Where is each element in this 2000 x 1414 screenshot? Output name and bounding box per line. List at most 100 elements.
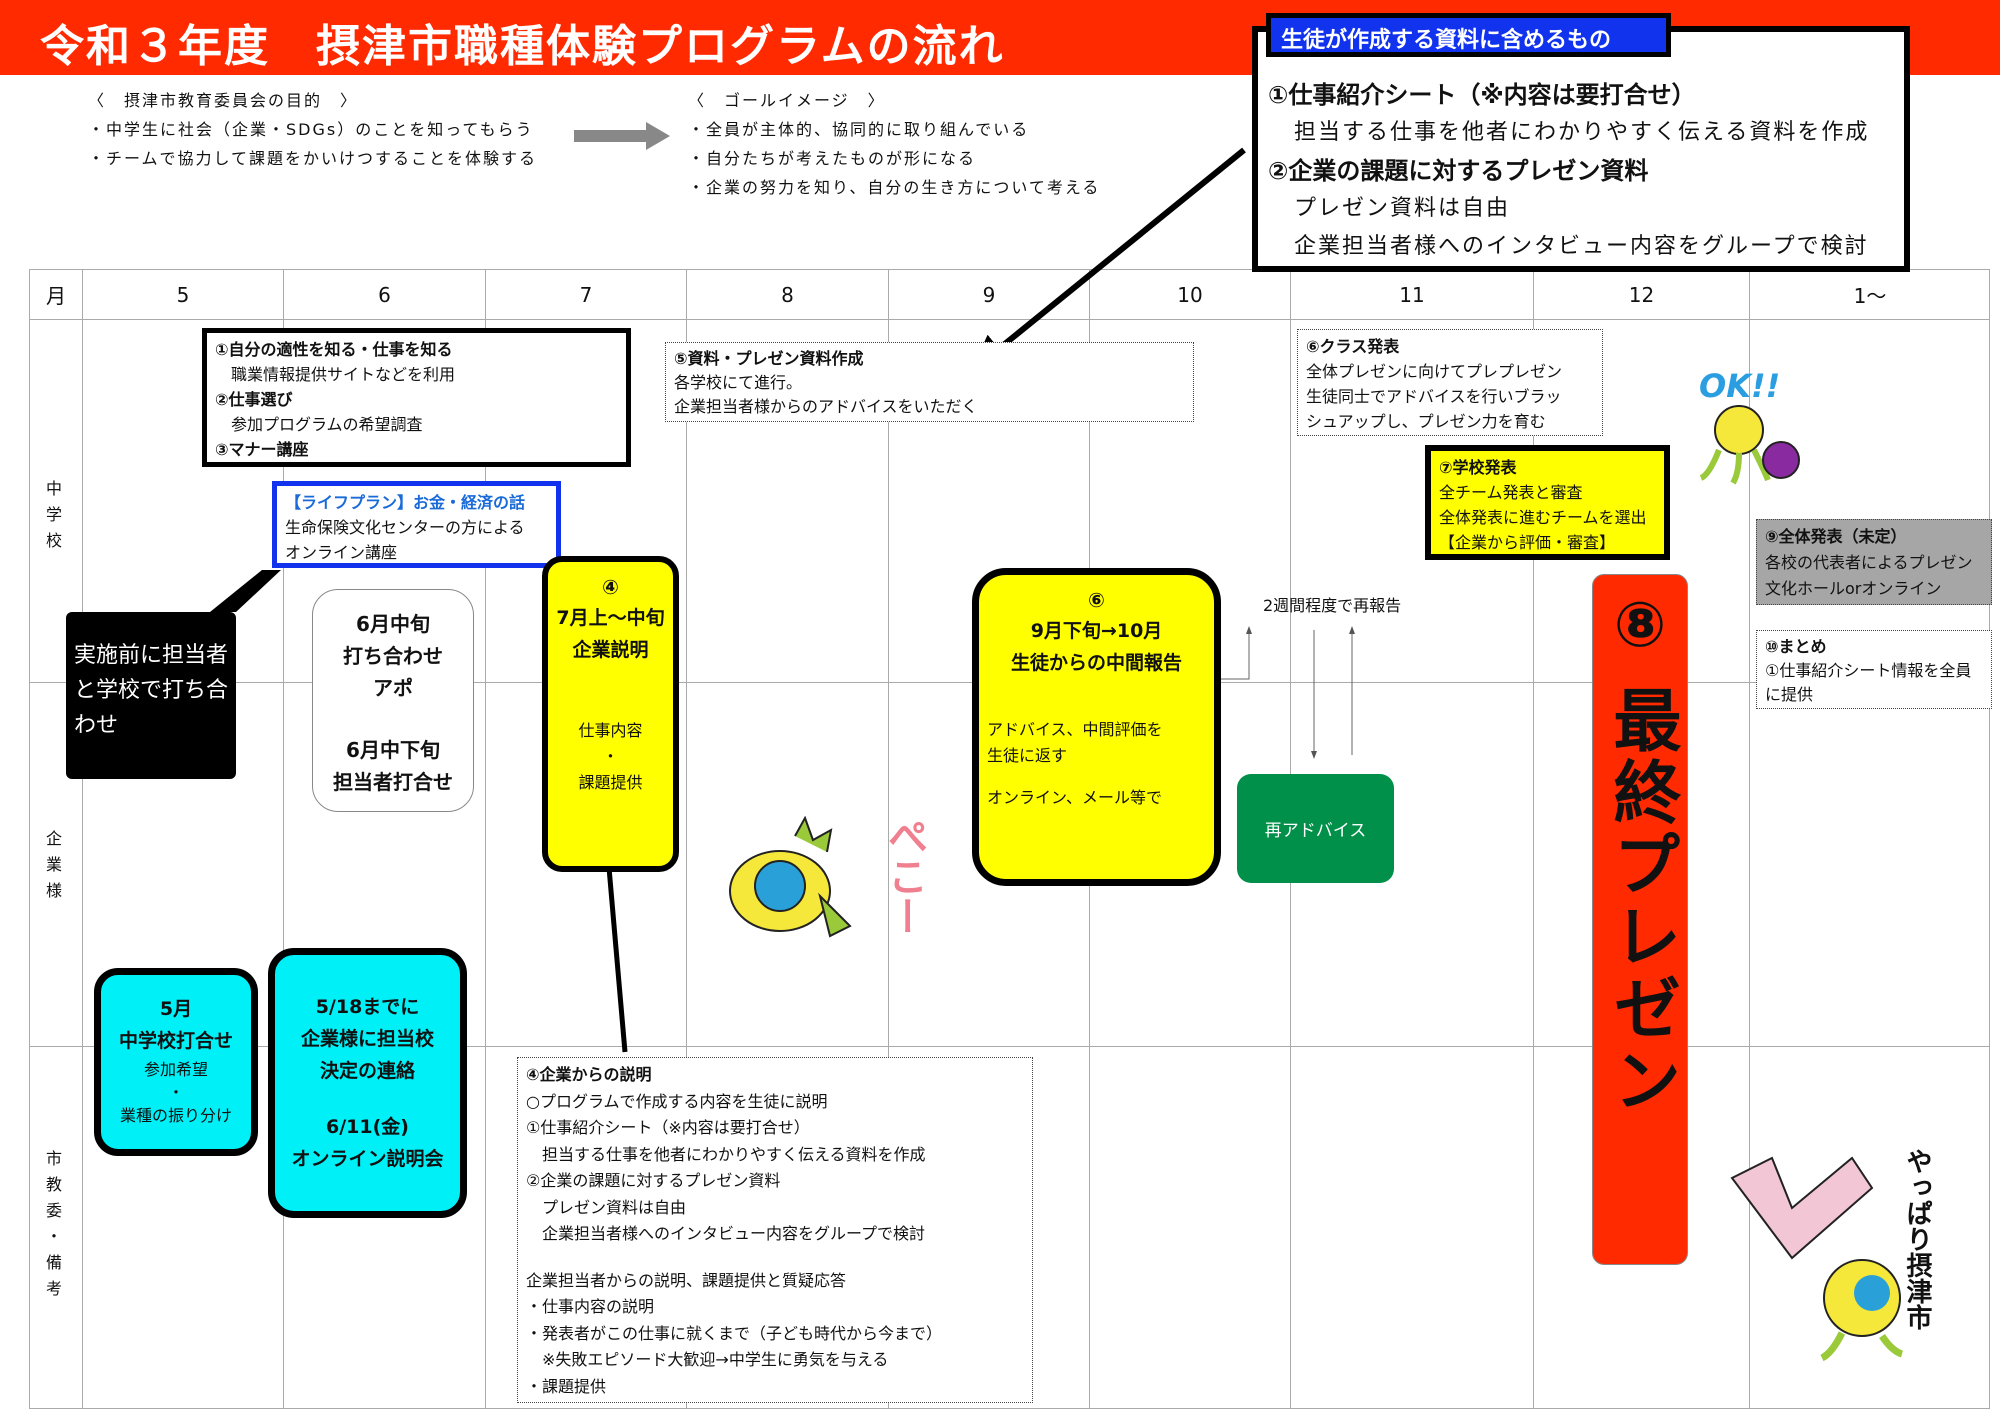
step9-desc: 文化ホールorオンライン (1765, 579, 1942, 598)
goal-item: ・自分たちが考えたものが形になる (688, 149, 977, 168)
purpose-item: ・中学生に社会（企業・SDGs）のことを知ってもらう (88, 120, 534, 139)
step7-box: ⑦学校発表 全チーム発表と審査 全体発表に進むチームを選出 【企業から評価・審査… (1425, 445, 1670, 560)
table-cell (82, 319, 283, 682)
materials-item2: ②企業の課題に対するプレゼン資料 (1268, 157, 1649, 185)
ok-text: OK!! (1699, 367, 1781, 405)
page-title: 令和３年度 摂津市職種体験プログラムの流れ (40, 21, 1005, 72)
mascot-illustration-icon (1699, 405, 1800, 485)
may18-text: 5/18までに (315, 996, 420, 1018)
peko-mascot: ぺこー (725, 815, 927, 966)
step6-desc: アドバイス、中間評価を (987, 720, 1163, 739)
table-cell (29, 319, 82, 682)
step4-box: ④ 7月上～中旬 企業説明 仕事内容 ・ 課題提供 (542, 556, 679, 872)
goal-section: 〈 ゴールイメージ 〉 ・全員が主体的、協同的に取り組んでいる ・自分たちが考え… (688, 86, 1100, 202)
step7-desc: 【企業から評価・審査】 (1439, 533, 1616, 552)
row-label-company: 企業様 (40, 830, 64, 912)
step5-title: ⑤資料・プレゼン資料作成 (674, 349, 864, 368)
step9-box: ⑨全体発表（未定） 各校の代表者によるプレゼン 文化ホールorオンライン (1756, 519, 1992, 605)
step4-desc-line: ・課題提供 (526, 1376, 607, 1396)
step6-midreport-box: ⑥ 9月下旬→10月 生徒からの中間報告 アドバイス、中間評価を 生徒に返す オ… (972, 568, 1221, 886)
may18-text: 企業様に担当校 (300, 1028, 434, 1050)
step7-desc: 全チーム発表と審査 (1439, 483, 1583, 502)
table-cell (1749, 1046, 1990, 1409)
june-meeting-box: 6月中旬 打ち合わせ アポ 6月中下旬 担当者打合せ (312, 589, 474, 812)
ok-mascot: OK!! (1699, 367, 1811, 485)
step4-desc-line: プレゼン資料は自由 (526, 1197, 687, 1217)
step10-title: ⑩まとめ (1765, 637, 1827, 656)
step4-desc-line: 企業担当者からの説明、課題提供と質疑応答 (526, 1270, 847, 1290)
row-label: 企業様 (43, 830, 62, 908)
table-cell (686, 682, 888, 1046)
row-label-school: 中学校 (40, 480, 64, 562)
schedule-table (29, 269, 1990, 1409)
step4-desc: 仕事内容 (578, 721, 643, 740)
step5-box: ⑤資料・プレゼン資料作成 各学校にて進行。 企業担当者様からのアドバイスをいただ… (665, 342, 1194, 422)
step4-desc-title: ④企業からの説明 (526, 1065, 652, 1084)
row-label: 中学校 (43, 480, 62, 558)
step4-desc-line: ②企業の課題に対するプレゼン資料 (526, 1171, 781, 1190)
step4-desc-line (526, 1248, 1024, 1268)
step10-desc: に提供 (1765, 685, 1814, 704)
peko-text: ぺこー (881, 816, 927, 936)
step4-number: ④ (602, 575, 619, 599)
step4-desc: ・ (602, 747, 619, 766)
step8-final-presentation: ⑧ 最終プレゼン (1592, 574, 1688, 1265)
step2-desc: 参加プログラムの希望調査 (231, 415, 423, 434)
table-cell (686, 319, 888, 682)
arrow-right-icon (574, 122, 670, 150)
step6-title: 生徒からの中間報告 (1010, 652, 1182, 674)
row-label: 市教委・備考 (43, 1150, 62, 1306)
yappari-text: やっぱり摂津市 (1902, 1148, 1932, 1330)
table-cell (29, 1046, 82, 1409)
mascot-illustration-icon (729, 815, 852, 938)
step6-title: 9月下旬→10月 (1030, 620, 1163, 642)
materials-item2-desc: プレゼン資料は自由 (1294, 196, 1511, 221)
step9-desc: 各校の代表者によるプレゼン (1765, 553, 1973, 572)
month-column-header: 6 (283, 269, 485, 319)
may-text: 参加希望 (143, 1060, 208, 1079)
may18-text: 6/11(金) (326, 1116, 409, 1138)
step2-title: ②仕事選び (215, 390, 293, 409)
may18-text: オンライン説明会 (291, 1148, 444, 1170)
step4-title: 7月上～中旬 (556, 607, 665, 629)
purpose-heading: 〈 摂津市教育委員会の目的 〉 (88, 91, 359, 110)
step6-number: ⑥ (1088, 588, 1105, 612)
step9-title: ⑨全体発表（未定） (1765, 527, 1907, 546)
materials-label: 生徒が作成する資料に含めるもの (1266, 13, 1671, 57)
table-cell (1290, 1046, 1533, 1409)
step4-desc-line: ※失敗エピソード大歓迎→中学生に勇気を与える (526, 1350, 889, 1369)
lifeplan-box: 【ライフプラン】お金・経済の話 生命保険文化センターの方による オンライン講座 (272, 481, 561, 568)
materials-box: ①仕事紹介シート（※内容は要打合せ） 担当する仕事を他者にわかりやすく伝える資料… (1252, 26, 1910, 272)
step8-title: 最終プレゼン (1601, 685, 1680, 1117)
table-cell (1089, 319, 1290, 682)
step7-desc: 全体発表に進むチームを選出 (1439, 508, 1647, 527)
step6-class-desc: 全体プレゼンに向けてプレプレゼン (1306, 362, 1563, 381)
table-cell (1749, 319, 1990, 682)
yappari-settsu-mascot: やっぱり摂津市 (1722, 1148, 1939, 1365)
june-text: 担当者打合せ (333, 770, 453, 794)
table-cell (485, 1046, 686, 1409)
lifeplan-desc: オンライン講座 (285, 543, 398, 562)
callout-box: 実施前に担当者と学校で打ち合わせ (66, 612, 236, 779)
june-text: アポ (373, 676, 413, 700)
month-header: 月 (29, 269, 82, 319)
table-cell (1089, 1046, 1290, 1409)
step5-desc: 企業担当者様からのアドバイスをいただく (674, 397, 978, 416)
may-meeting-box: 5月 中学校打合せ 参加希望 ・ 業種の振り分け (94, 968, 258, 1156)
step6-class-box: ⑥クラス発表 全体プレゼンに向けてプレプレゼン 生徒同士でアドバイスを行いブラッ… (1297, 329, 1603, 436)
month-column-header: 5 (82, 269, 283, 319)
june-text: 6月中旬 (356, 612, 430, 636)
table-cell (1290, 319, 1533, 682)
month-column-header: 9 (888, 269, 1089, 319)
month-column-header: 10 (1089, 269, 1290, 319)
step4-desc-line: 企業担当者様へのインタビュー内容をグループで検討 (526, 1224, 926, 1243)
may18-text: 決定の連絡 (319, 1060, 415, 1082)
mascot-illustration-icon (1730, 1156, 1904, 1362)
month-column-header: 8 (686, 269, 888, 319)
step6-class-desc: シュアップし、プレゼン力を育む (1306, 412, 1546, 431)
step7-title: ⑦学校発表 (1439, 458, 1517, 477)
materials-item1-desc: 担当する仕事を他者にわかりやすく伝える資料を作成 (1294, 120, 1870, 145)
step3-title: ③マナー講座 (215, 440, 309, 459)
may-text: 中学校打合せ (118, 1030, 233, 1052)
